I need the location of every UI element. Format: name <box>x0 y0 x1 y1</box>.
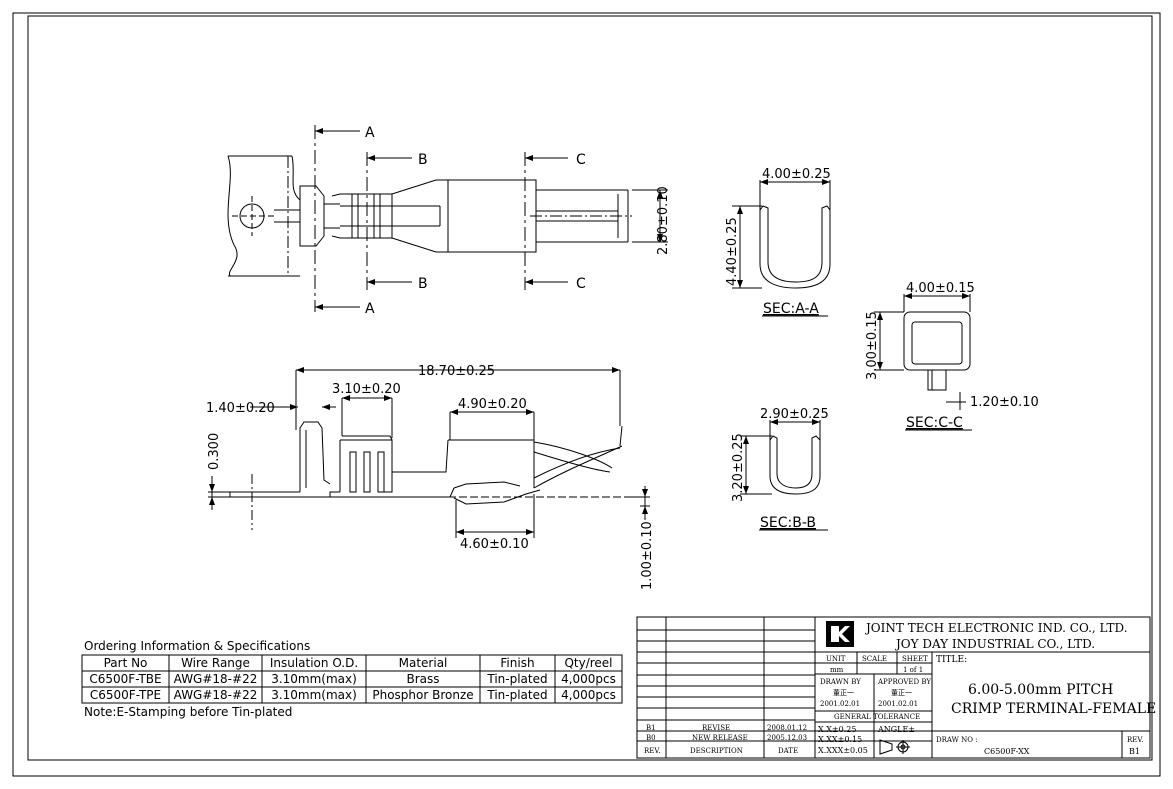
approved-by-label: APPROVED BY <box>877 678 931 686</box>
ordering-table-cell: Tin-plated <box>486 688 547 702</box>
tolerance-label: GENERAL TOLERANCE <box>834 713 920 721</box>
ordering-header-cell: Qty/reel <box>564 656 612 670</box>
dim-body-height: 2.80±0.10 <box>656 186 671 255</box>
side-view <box>210 421 640 505</box>
sec-cc-width: 4.00±0.15 <box>906 281 975 296</box>
ordering-header-cell: Wire Range <box>181 656 250 670</box>
approved-date: 2001.02.01 <box>878 700 918 708</box>
sec-bb-height: 3.20±0.25 <box>731 433 746 502</box>
sec-aa-profile <box>732 180 831 289</box>
tolerance-1: X.X±0.25 <box>818 725 856 734</box>
inner-border <box>27 15 1153 761</box>
sec-aa-label: SEC:A-A <box>763 301 819 317</box>
ordering-table-cell: C6500F-TBE <box>89 672 161 686</box>
revision-1-date: 2008.01.12 <box>767 724 807 732</box>
ordering-header-cell: Part No <box>104 656 148 670</box>
dim-overall-length: 18.70±0.25 <box>418 364 495 379</box>
sec-bb-label: SEC:B-B <box>760 515 816 531</box>
ordering-header-cell: Material <box>399 656 448 670</box>
sec-cc-label: SEC:C-C <box>906 415 963 431</box>
sheet-label: SHEET <box>902 655 928 663</box>
revision-1-desc: REVISE <box>702 724 730 732</box>
section-lines <box>314 125 568 312</box>
revision-2-date: 2005.12.03 <box>767 734 807 742</box>
ordering-table-cell: 3.10mm(max) <box>271 688 357 702</box>
dim-spring-length: 4.90±0.20 <box>458 397 527 412</box>
ordering-header-cell: Finish <box>500 656 534 670</box>
angle-label: ANGLE± <box>877 725 915 734</box>
ordering-table: Part No Wire Range Insulation O.D. Material… <box>89 656 616 702</box>
title-label: TITLE: <box>936 655 967 665</box>
outer-border <box>12 12 1161 777</box>
sec-aa-width: 4.00±0.25 <box>762 167 831 182</box>
sec-cc-height: 3.00±0.15 <box>865 311 880 380</box>
revision-2-rev: B0 <box>646 734 656 742</box>
section-mark-a-top: A <box>365 125 375 141</box>
ordering-header-cell: Insulation O.D. <box>270 656 358 670</box>
rev-value: B1 <box>1129 747 1140 756</box>
section-mark-c-bottom: C <box>576 276 586 292</box>
dim-thickness: 0.300 <box>207 433 222 470</box>
ordering-table-cell: C6500F-TPE <box>90 688 161 702</box>
ordering-table-cell: Phosphor Bronze <box>372 688 473 702</box>
sec-bb-width: 2.90±0.25 <box>760 407 829 422</box>
sec-cc-slot: 1.20±0.10 <box>970 395 1039 410</box>
drawing-title-line-1: 6.00-5.00mm PITCH <box>968 682 1113 698</box>
rev-header-date: DATE <box>778 747 798 755</box>
sheet-value: 1 of 1 <box>903 666 923 674</box>
company-logo <box>826 621 854 647</box>
section-mark-b-bottom: B <box>418 276 428 292</box>
drawn-date: 2001.02.01 <box>820 700 860 708</box>
sec-aa-height: 4.40±0.25 <box>725 217 740 286</box>
dim-insul-tab-width: 1.40±0.20 <box>206 401 275 416</box>
tolerance-2: X.XX±0.15 <box>818 735 862 744</box>
projection-symbol-icon <box>879 739 910 755</box>
unit-label: UNIT <box>826 655 846 663</box>
dim-crimp-length: 3.10±0.20 <box>332 382 401 397</box>
ordering-table-cell: 3.10mm(max) <box>271 672 357 686</box>
ordering-note: Note:E-Stamping before Tin-plated <box>84 705 292 719</box>
company-name-1: JOINT TECH ELECTRONIC IND. CO., LTD. <box>864 621 1128 635</box>
ordering-table-grid <box>81 654 623 704</box>
scale-label: SCALE <box>862 655 887 663</box>
top-view <box>227 155 632 277</box>
ordering-table-cell: AWG#18-#22 <box>174 672 258 686</box>
sec-cc-profile <box>874 294 971 410</box>
company-name-2: JOY DAY INDUSTRIAL CO., LTD. <box>894 637 1095 651</box>
rev-header-desc: DESCRIPTION <box>690 747 743 755</box>
ordering-table-cell: 4,000pcs <box>561 672 616 686</box>
revision-1-rev: B1 <box>646 724 656 732</box>
ordering-table-cell: AWG#18-#22 <box>174 688 258 702</box>
drawing-number: C6500F-XX <box>984 747 1030 756</box>
revision-2-desc: NEW RELEASE <box>692 734 748 742</box>
rev-label: REV. <box>1127 736 1143 744</box>
section-mark-b-top: B <box>418 152 428 168</box>
drawing-title-line-2: CRIMP TERMINAL-FEMALE <box>951 701 1156 717</box>
rev-header-rev: REV. <box>644 747 660 755</box>
dim-bottom-offset: 1.00±0.10 <box>640 521 655 590</box>
unit-value: mm <box>830 666 844 674</box>
ordering-table-cell: Brass <box>406 672 439 686</box>
section-mark-c-top: C <box>576 152 586 168</box>
ordering-title: Ordering Information & Specifications <box>84 639 310 653</box>
approved-by-name: 董正一 <box>891 688 912 697</box>
tolerance-3: X.XXX±0.05 <box>818 746 868 755</box>
section-mark-a-bottom: A <box>365 301 375 317</box>
drawn-by-label: DRAWN BY <box>820 678 861 686</box>
drawn-by-name: 董正一 <box>833 688 854 697</box>
dim-contact-length: 4.60±0.10 <box>460 537 529 552</box>
ordering-table-cell: Tin-plated <box>486 672 547 686</box>
drawing-number-label: DRAW NO : <box>936 736 978 744</box>
sec-bb-profile <box>740 420 821 495</box>
ordering-table-cell: 4,000pcs <box>561 688 616 702</box>
